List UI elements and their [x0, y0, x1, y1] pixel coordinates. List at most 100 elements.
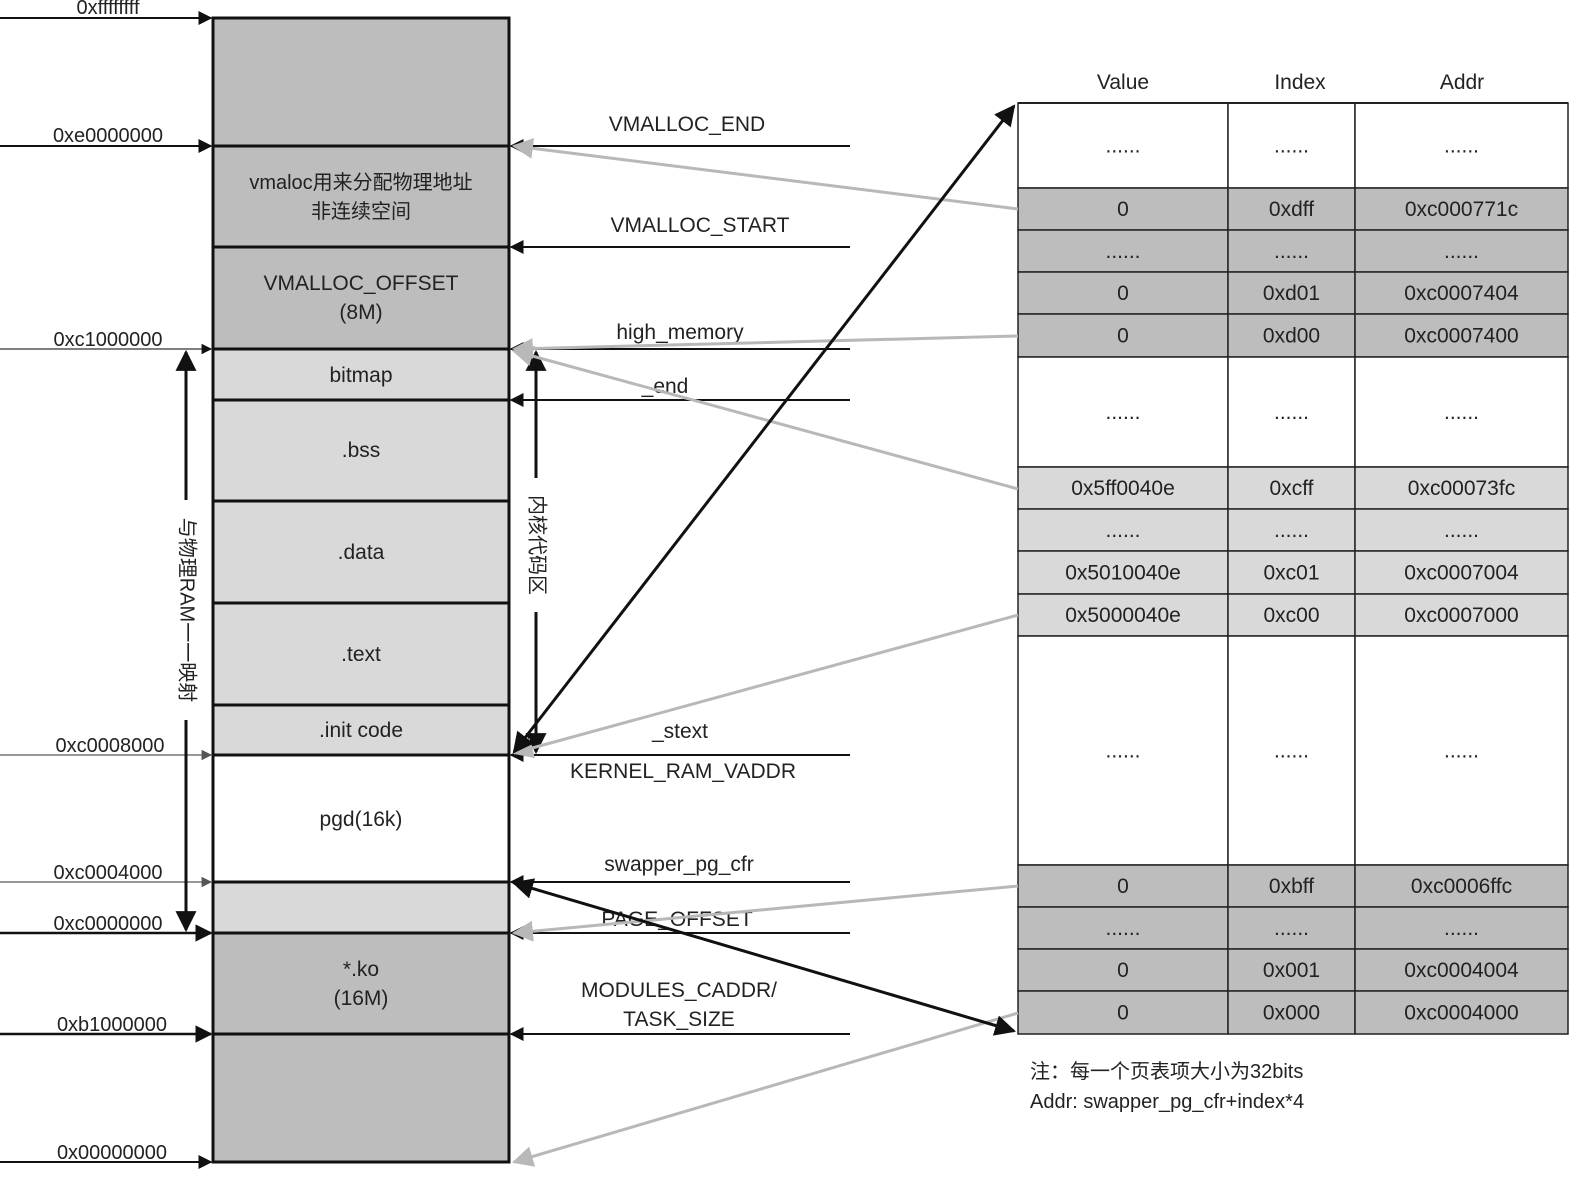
- table-cell-addr-text: 0xc000771c: [1405, 198, 1518, 221]
- table-cell-value-text: 0: [1117, 282, 1129, 305]
- table-cell-addr-text: 0xc0007004: [1404, 562, 1519, 585]
- table-cell-value: [1017, 102, 1229, 189]
- text-label: .text: [341, 643, 381, 666]
- table-cell-value-text: 0: [1117, 325, 1129, 348]
- table-cell-value: [1017, 948, 1229, 992]
- pointer-bff-to-page-offset: [511, 884, 1019, 942]
- table-cell-index: [1227, 550, 1356, 595]
- table-cell-addr: [1354, 906, 1569, 950]
- table-cell-value-text: ......: [1105, 401, 1140, 424]
- pointer-cff-to-high-memory: [511, 345, 1019, 491]
- header-value: Value: [1097, 71, 1149, 94]
- linear-map-bracket: 与物理RAM一一映射: [175, 349, 199, 933]
- high-memory-label: high_memory: [616, 321, 744, 344]
- table-cell-addr-text: 0xc0007404: [1404, 282, 1519, 305]
- bss-label: .bss: [342, 439, 381, 462]
- table-cell-value: [1017, 187, 1229, 231]
- table-cell-index: [1227, 187, 1356, 231]
- table-cell-addr: [1354, 635, 1569, 866]
- table-cell-value: [1017, 593, 1229, 637]
- table-row: ..................: [1017, 508, 1569, 552]
- vmalloc-label-line1: vmaloc用来分配物理地址: [249, 171, 472, 194]
- table-cell-addr: [1354, 593, 1569, 637]
- table-cell-index: [1227, 229, 1356, 273]
- table-cell-index-text: 0xd00: [1263, 325, 1320, 348]
- table-cell-addr: [1354, 990, 1569, 1035]
- block-bitmap: [211, 347, 511, 402]
- table-cell-value: [1017, 906, 1229, 950]
- kernel-code-label: 内核代码区: [526, 495, 549, 595]
- vmalloc-offset-label-line2: (8M): [339, 301, 382, 324]
- table-cell-addr: [1354, 550, 1569, 595]
- table-cell-addr-text: 0xc0004004: [1404, 959, 1519, 982]
- vmalloc-start-label: VMALLOC_START: [611, 214, 790, 237]
- table-cell-index: [1227, 356, 1356, 468]
- table-cell-addr-text: ......: [1444, 740, 1479, 763]
- table-cell-addr-text: ......: [1444, 519, 1479, 542]
- table-cell-value-text: 0x5000040e: [1065, 604, 1181, 627]
- ko-label-line2: (16M): [334, 987, 389, 1010]
- table-cell-index-text: ......: [1274, 740, 1309, 763]
- table-cell-value-text: 0: [1117, 959, 1129, 982]
- table-cell-addr: [1354, 271, 1569, 315]
- table-cell-index-text: 0xcff: [1270, 477, 1314, 500]
- pgd-bottom-to-table-bottom: [511, 878, 1017, 1036]
- address-b1000000: 0xb1000000: [57, 1014, 167, 1036]
- page-table-rows: .................. 0 0xdff 0xc000771c......…: [1017, 102, 1569, 1035]
- pointer-c00-to-stext: [511, 613, 1019, 759]
- pgd-top-to-table-top: [512, 104, 1016, 754]
- table-cell-index: [1227, 313, 1356, 358]
- table-cell-addr-text: 0xc0004000: [1404, 1002, 1518, 1025]
- address-00000000: 0x00000000: [57, 1142, 167, 1164]
- table-cell-addr-text: 0xc00073fc: [1408, 477, 1515, 500]
- table-row: 0 0xd00 0xc0007400: [1017, 313, 1569, 358]
- table-cell-addr-text: ......: [1444, 240, 1479, 263]
- ko-label-line1: *.ko: [343, 958, 379, 981]
- table-cell-addr-text: 0xc0007400: [1404, 325, 1518, 348]
- block-modules: [211, 931, 511, 1036]
- table-cell-value: [1017, 356, 1229, 468]
- table-cell-addr: [1354, 102, 1569, 189]
- table-cell-addr-text: ......: [1444, 135, 1479, 158]
- table-note: 注：每一个页表项大小为32bits Addr: swapper_pg_cfr+i…: [1030, 1060, 1304, 1113]
- table-cell-addr: [1354, 508, 1569, 552]
- address-c0000000: 0xc0000000: [54, 913, 163, 935]
- vmalloc-label-line2: 非连续空间: [311, 200, 411, 223]
- table-cell-index-text: 0xbff: [1269, 875, 1314, 898]
- table-cell-value: [1017, 990, 1229, 1035]
- table-cell-index-text: ......: [1274, 401, 1309, 424]
- table-cell-value-text: ......: [1105, 917, 1140, 940]
- table-row: ..................: [1017, 906, 1569, 950]
- block-vmalloc: [211, 144, 511, 249]
- table-cell-addr: [1354, 948, 1569, 992]
- swapper-pg-cfr-label: swapper_pg_cfr: [604, 853, 753, 876]
- table-cell-index-text: 0x000: [1263, 1002, 1320, 1025]
- table-row: ..................: [1017, 102, 1569, 189]
- table-cell-index-text: ......: [1274, 917, 1309, 940]
- table-cell-value-text: ......: [1105, 519, 1140, 542]
- data-label: .data: [338, 541, 385, 564]
- table-cell-addr: [1354, 187, 1569, 231]
- table-cell-index-text: 0xc00: [1263, 604, 1319, 627]
- table-cell-index: [1227, 948, 1356, 992]
- table-row: ..................: [1017, 229, 1569, 273]
- table-cell-index-text: 0xdff: [1269, 198, 1314, 221]
- table-cell-addr-text: ......: [1444, 917, 1479, 940]
- table-cell-index-text: 0xc01: [1263, 562, 1319, 585]
- stext-label: _stext: [651, 720, 708, 743]
- note-line2: Addr: swapper_pg_cfr+index*4: [1030, 1091, 1304, 1113]
- table-cell-addr-text: 0xc0007000: [1404, 604, 1518, 627]
- block-below-pgd: [211, 880, 511, 935]
- table-row: 0 0x000 0xc0004000: [1017, 990, 1569, 1035]
- table-cell-value-text: 0: [1117, 1002, 1129, 1025]
- table-cell-addr: [1354, 466, 1569, 510]
- table-cell-value: [1017, 635, 1229, 866]
- block-user-space: [211, 1032, 511, 1164]
- address-markers: 0xffffffff 0xe0000000 0xc1000000 0xc0008…: [0, 0, 213, 1169]
